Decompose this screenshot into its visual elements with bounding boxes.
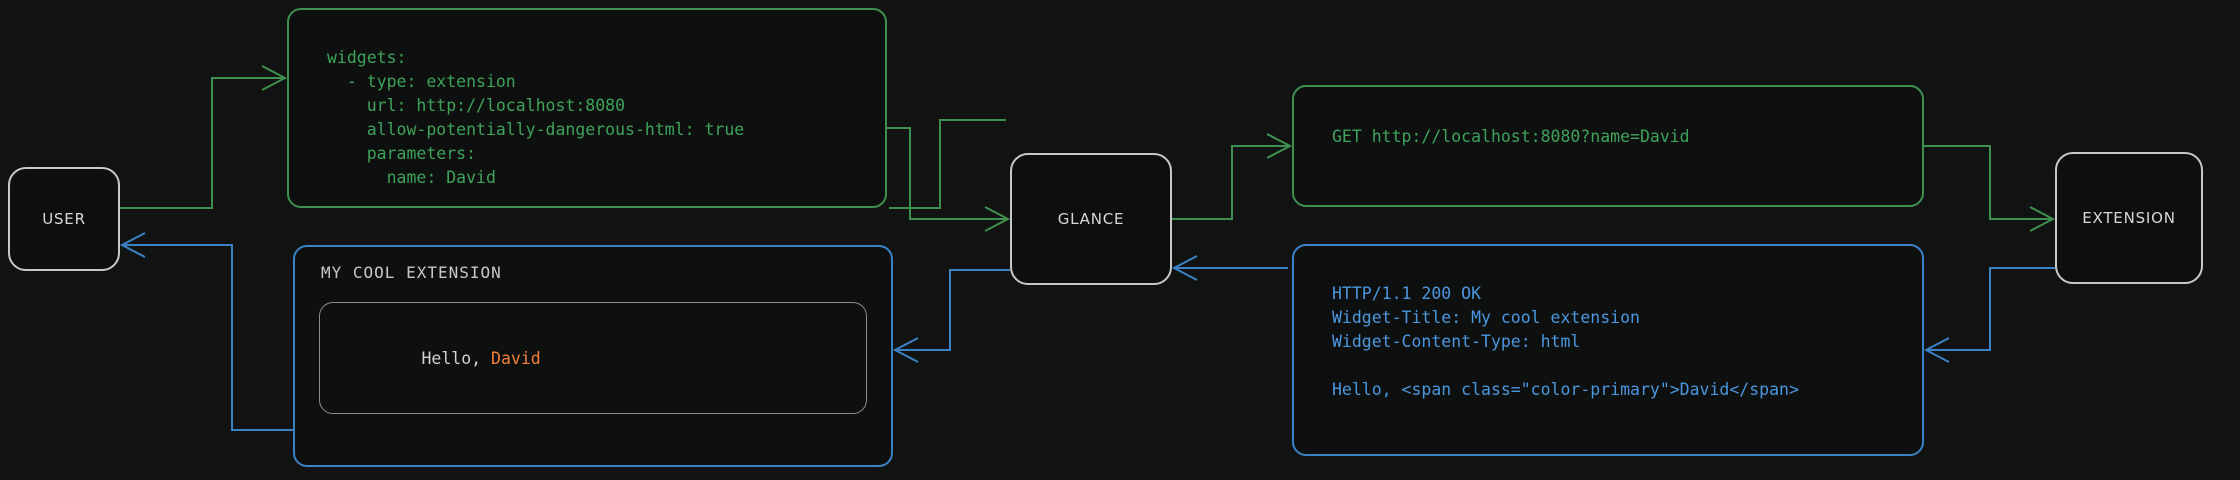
wire-glance-to-widget (892, 269, 1010, 363)
http-request-text: GET http://localhost:8080?name=David (1332, 127, 1690, 146)
wire-user-to-config (120, 65, 288, 209)
node-extension-label: EXTENSION (2082, 209, 2176, 227)
widget-title: MY COOL EXTENSION (321, 263, 502, 282)
node-extension[interactable]: EXTENSION (2055, 152, 2203, 284)
wire-widget-to-user (119, 232, 293, 431)
widget-greeting-prefix: Hello, (421, 348, 492, 368)
node-glance-label: GLANCE (1057, 210, 1125, 228)
wire-request-to-extension (1924, 145, 2056, 232)
yaml-config-box: widgets: - type: extension url: http://l… (287, 8, 887, 208)
node-glance[interactable]: GLANCE (1010, 153, 1172, 285)
rendered-widget-box: MY COOL EXTENSION Hello, David (293, 245, 893, 467)
http-request-box: GET http://localhost:8080?name=David (1292, 85, 1924, 207)
http-response-text: HTTP/1.1 200 OK Widget-Title: My cool ex… (1332, 284, 1799, 399)
wire-config-to-glance-main (887, 127, 1011, 232)
yaml-config-text: widgets: - type: extension url: http://l… (327, 48, 745, 187)
http-response-box: HTTP/1.1 200 OK Widget-Title: My cool ex… (1292, 244, 1924, 456)
wire-response-to-glance (1171, 255, 1288, 281)
widget-body: Hello, David (319, 302, 867, 414)
wire-glance-to-request (1172, 133, 1293, 220)
widget-greeting-name: David (491, 348, 541, 368)
node-user[interactable]: USER (8, 167, 120, 271)
node-user-label: USER (42, 210, 86, 228)
widget-greeting: Hello, David (342, 330, 541, 387)
wire-extension-to-response (1923, 267, 2055, 363)
